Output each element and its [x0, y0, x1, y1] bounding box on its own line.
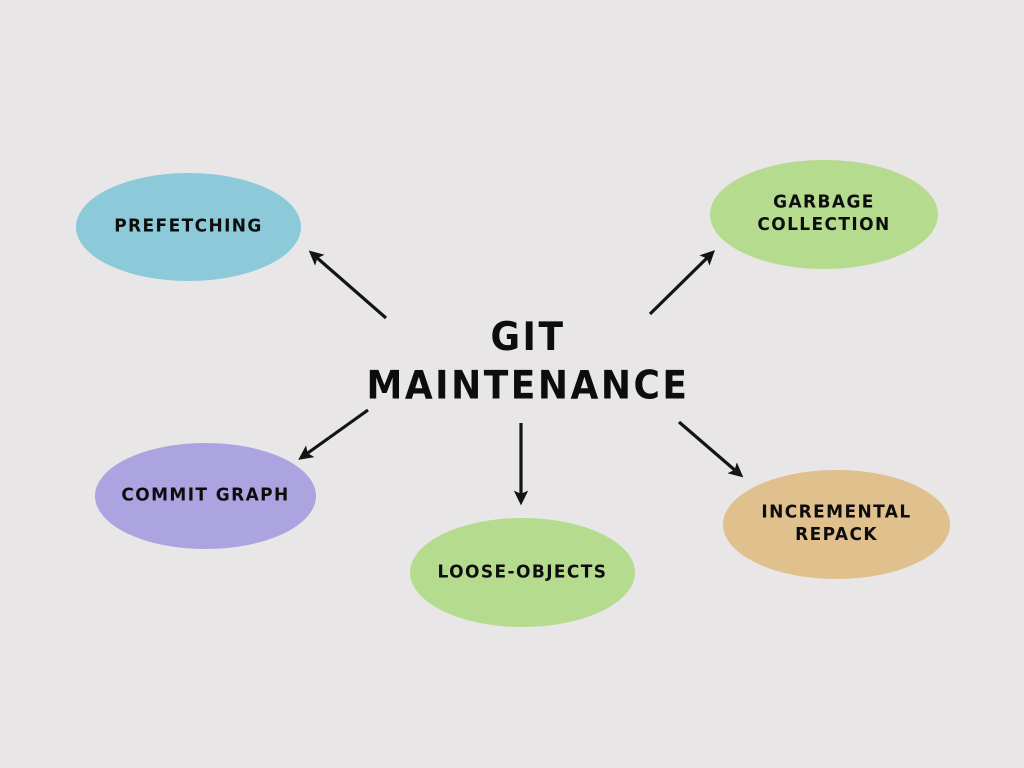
node-incremental-repack[interactable]: INCREMENTAL REPACK: [723, 470, 950, 579]
node-garbage-collection-label: GARBAGE COLLECTION: [757, 191, 891, 236]
node-loose-objects-label: LOOSE-OBJECTS: [437, 561, 608, 583]
node-prefetching[interactable]: PREFETCHING: [76, 173, 301, 281]
node-incremental-repack-label: INCREMENTAL REPACK: [761, 501, 912, 546]
center-title-text: GIT MAINTENANCE: [366, 315, 690, 409]
node-commit-graph[interactable]: COMMIT GRAPH: [95, 443, 316, 549]
node-garbage-collection[interactable]: GARBAGE COLLECTION: [710, 160, 938, 269]
node-loose-objects[interactable]: LOOSE-OBJECTS: [410, 518, 635, 627]
arrow-to-incremental-repack: [677, 420, 744, 478]
center-title: GIT MAINTENANCE: [328, 302, 728, 422]
node-prefetching-label: PREFETCHING: [114, 215, 263, 237]
node-commit-graph-label: COMMIT GRAPH: [121, 484, 290, 506]
